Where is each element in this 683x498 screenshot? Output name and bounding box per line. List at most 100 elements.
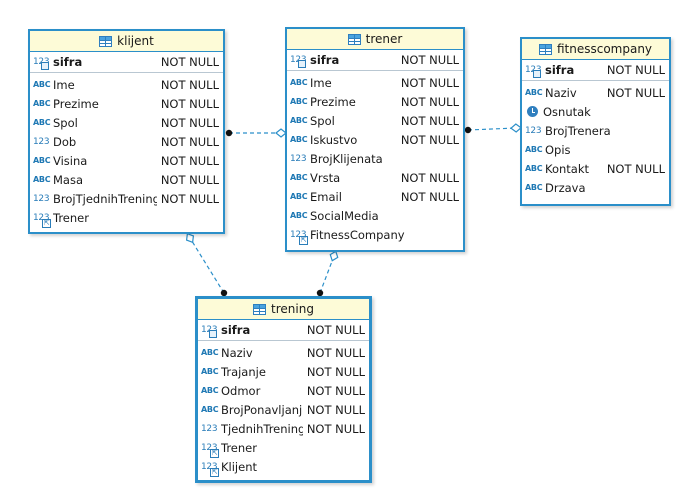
column-nullability: NOT NULL bbox=[400, 189, 459, 204]
text-type-icon: ABC bbox=[525, 87, 543, 97]
column-nullability: NOT NULL bbox=[606, 62, 665, 77]
column-name: Kontakt bbox=[545, 161, 590, 176]
entity-title: klijent bbox=[117, 34, 154, 48]
column-name: sifra bbox=[221, 322, 251, 337]
entity-header[interactable]: fitnesscompany bbox=[522, 39, 669, 60]
text-type-icon: ABC bbox=[290, 172, 308, 182]
entity-header[interactable]: trener bbox=[287, 29, 463, 50]
table-icon bbox=[538, 43, 552, 55]
text-type-icon: ABC bbox=[290, 96, 308, 106]
text-type-icon: ABC bbox=[33, 98, 51, 108]
primary-key-icon: 123 bbox=[33, 56, 50, 70]
column-nullability: NOT NULL bbox=[306, 402, 365, 417]
relationship-trener-fitnesscompany-line[interactable] bbox=[467, 127, 517, 131]
foreign-key-icon: 123 bbox=[33, 213, 51, 228]
text-type-icon: ABC bbox=[525, 144, 543, 154]
entity-header[interactable]: trening bbox=[198, 299, 369, 320]
column-nullability: NOT NULL bbox=[160, 115, 219, 130]
text-type-icon: ABC bbox=[290, 77, 308, 87]
column-nullability: NOT NULL bbox=[306, 364, 365, 379]
column-row[interactable]: 123Klijent bbox=[198, 457, 369, 477]
column-name: BrojTrenera bbox=[545, 123, 611, 138]
column-nullability: NOT NULL bbox=[400, 113, 459, 128]
column-nullability: NOT NULL bbox=[306, 383, 365, 398]
column-name: Iskustvo bbox=[310, 132, 358, 147]
column-name: TjednihTreninga bbox=[221, 421, 303, 436]
column-nullability: NOT NULL bbox=[306, 345, 365, 360]
table-icon bbox=[347, 33, 361, 45]
column-name: Prezime bbox=[53, 96, 99, 111]
column-nullability: NOT NULL bbox=[400, 170, 459, 185]
numeric-type-icon: 123 bbox=[290, 153, 307, 164]
text-type-icon: ABC bbox=[525, 163, 543, 173]
relationship-trening-klijent-line[interactable] bbox=[189, 237, 225, 294]
table-icon bbox=[253, 303, 267, 315]
entity-title: trener bbox=[365, 32, 403, 46]
column-name: Spol bbox=[310, 113, 335, 128]
numeric-type-icon: 123 bbox=[33, 136, 50, 147]
column-nullability: NOT NULL bbox=[160, 54, 219, 69]
column-name: BrojKlijenata bbox=[310, 151, 383, 166]
text-type-icon: ABC bbox=[201, 347, 219, 357]
column-nullability: NOT NULL bbox=[400, 132, 459, 147]
column-row[interactable]: 123Trener bbox=[198, 438, 369, 458]
column-nullability: NOT NULL bbox=[160, 134, 219, 149]
column-name: Ime bbox=[53, 77, 75, 92]
numeric-type-icon: 123 bbox=[525, 125, 542, 136]
column-nullability: NOT NULL bbox=[160, 153, 219, 168]
column-row[interactable]: 123Trener bbox=[30, 208, 223, 228]
column-row[interactable]: Osnutak bbox=[522, 102, 669, 121]
foreign-key-icon: 123 bbox=[201, 462, 219, 477]
column-nullability: NOT NULL bbox=[400, 52, 459, 67]
column-name: Ime bbox=[310, 75, 332, 90]
column-nullability: NOT NULL bbox=[606, 85, 665, 100]
column-row[interactable]: 123FitnessCompany bbox=[287, 225, 463, 245]
column-name: Naziv bbox=[545, 85, 577, 100]
column-nullability: NOT NULL bbox=[306, 322, 365, 337]
column-name: Opis bbox=[545, 142, 571, 157]
column-nullability: NOT NULL bbox=[160, 191, 219, 206]
text-type-icon: ABC bbox=[201, 385, 219, 395]
column-name: Dob bbox=[53, 134, 77, 149]
foreign-key-icon: 123 bbox=[290, 230, 308, 245]
column-row[interactable]: 123TjednihTreningaNOT NULL bbox=[198, 419, 369, 438]
column-name: Klijent bbox=[221, 459, 257, 474]
column-name: sifra bbox=[53, 54, 83, 69]
relationship-trening-trener-line[interactable] bbox=[319, 255, 335, 294]
column-name: Naziv bbox=[221, 345, 253, 360]
entity-header[interactable]: klijent bbox=[30, 31, 223, 52]
